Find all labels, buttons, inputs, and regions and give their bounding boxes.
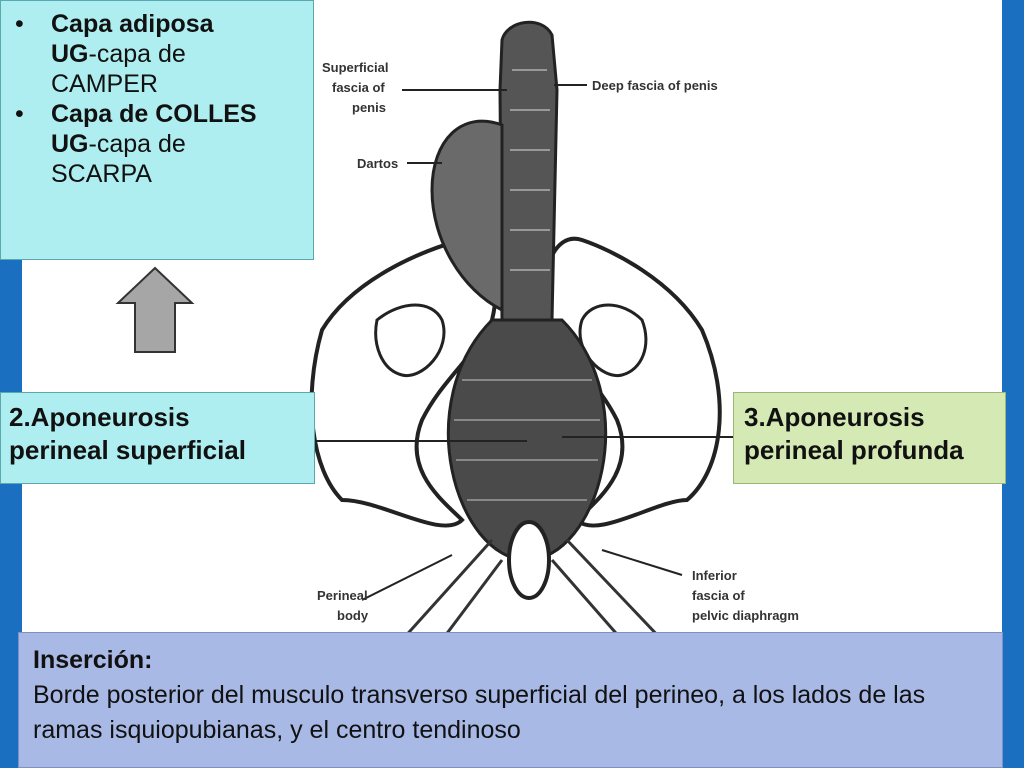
layer-item-camper: • Capa adiposa UG-capa de CAMPER <box>15 10 214 98</box>
insertion-text: Borde posterior del musculo transverso s… <box>33 681 926 744</box>
svg-text:fascia of: fascia of <box>692 588 745 603</box>
aponeurosis-superficial-box: 2.Aponeurosis perineal superficial <box>0 392 315 484</box>
aponeurosis-profunda-box: 3.Aponeurosis perineal profunda <box>733 392 1006 484</box>
left-obturator-foramen <box>374 303 446 377</box>
dartos-drawing <box>430 119 504 313</box>
fascia-layers-box: • Capa adiposa UG-capa de CAMPER • Capa … <box>0 0 314 260</box>
insertion-box: Inserción: Borde posterior del musculo t… <box>18 632 1003 768</box>
svg-text:body: body <box>337 608 369 623</box>
insertion-title: Inserción: <box>33 646 153 674</box>
right-pelvic-bone <box>542 236 722 528</box>
up-arrow-icon <box>115 266 195 353</box>
label-perineal-body: Perineal <box>317 588 368 603</box>
label-superficial-fascia: Superficial <box>322 60 388 75</box>
svg-text:penis: penis <box>352 100 386 115</box>
label-deep-fascia: Deep fascia of penis <box>592 78 718 93</box>
anatomy-drawing: Superficial fascia of penis Deep fascia … <box>115 20 799 642</box>
svg-text:pelvic diaphragm: pelvic diaphragm <box>692 608 799 623</box>
label-inferior-fascia: Inferior <box>692 568 737 583</box>
label-dartos: Dartos <box>357 156 398 171</box>
layer-item-scarpa: • Capa de COLLES UG-capa de SCARPA <box>15 100 257 188</box>
pelvic-floor-lines <box>400 538 664 642</box>
svg-text:fascia of: fascia of <box>332 80 385 95</box>
anal-region <box>507 520 551 600</box>
penis-shaft <box>498 20 559 322</box>
